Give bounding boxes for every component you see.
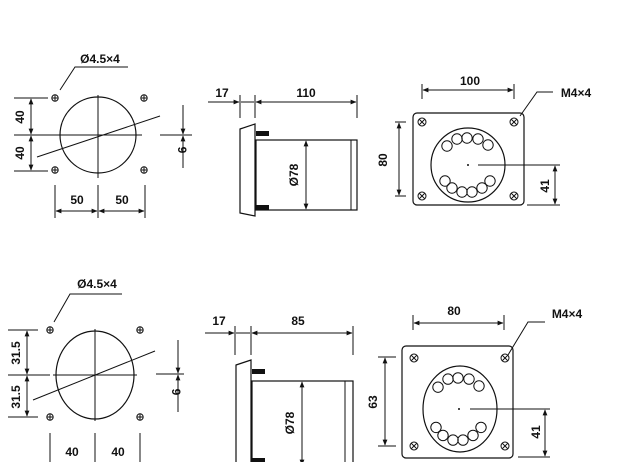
screw-icon	[509, 191, 519, 201]
dim-depth: 85	[291, 314, 305, 328]
meter-body	[255, 139, 358, 211]
meter-body	[251, 380, 354, 462]
dim-h-right: 40	[111, 445, 125, 459]
terminal-dots	[439, 132, 496, 198]
dim-width: 100	[460, 74, 480, 88]
screw-spec-label: M4×4	[561, 86, 592, 100]
terminal-dot	[441, 140, 453, 152]
leader-line	[59, 66, 128, 91]
terminal-dot	[432, 381, 444, 393]
terminal-dot	[452, 372, 464, 384]
pointer-line	[36, 115, 161, 158]
dim-v-top: 40	[13, 110, 27, 124]
bezel	[235, 359, 252, 462]
dim-diameter: Ø78	[283, 411, 297, 434]
pointer-line	[32, 350, 156, 401]
terminal-dot	[472, 133, 484, 145]
terminal-dot	[473, 380, 485, 392]
screw-icon	[500, 353, 510, 363]
terminal-dot	[451, 133, 463, 145]
dim-offset: 9	[175, 147, 189, 154]
terminal-dot	[476, 182, 488, 194]
terminal	[252, 458, 265, 462]
dim-bezel: 17	[215, 86, 229, 100]
screw-icon	[417, 117, 427, 127]
terminal-dot	[457, 434, 469, 446]
row1-front-view: Ø4.5×4 40 40 50 50 9	[13, 52, 192, 218]
screw-icon	[500, 441, 510, 451]
dim-center-height: 41	[538, 179, 552, 193]
terminal-dots	[430, 372, 487, 446]
screw-icon	[409, 441, 419, 451]
mount-hole-icon	[51, 94, 59, 102]
terminal-dot	[467, 429, 479, 442]
terminal-dot	[463, 373, 475, 385]
terminal	[256, 131, 269, 136]
mount-hole-icon	[140, 166, 148, 174]
mount-hole-icon	[46, 326, 54, 334]
back-plate	[401, 345, 514, 459]
mount-hole-icon	[140, 94, 148, 102]
row2-back-view: 80 M4×4 41 63	[366, 304, 583, 459]
screw-icon	[509, 117, 519, 127]
bezel	[239, 123, 256, 217]
dim-center-height: 41	[529, 425, 543, 439]
screw-spec-label: M4×4	[552, 307, 583, 321]
back-plate	[412, 112, 525, 206]
row2-side-view: 17 85 Ø78	[205, 314, 354, 462]
dim-h-left: 40	[65, 445, 79, 459]
terminal-dot	[484, 175, 496, 187]
terminal-dot	[482, 139, 494, 151]
dim-bezel: 17	[212, 314, 226, 328]
dim-width: 80	[447, 304, 461, 318]
dim-height: 80	[376, 153, 390, 167]
dim-h-right: 50	[115, 193, 129, 207]
terminal	[256, 205, 269, 210]
hole-spec-label: Ø4.5×4	[77, 277, 117, 291]
terminal-dot	[442, 373, 454, 385]
terminal-dot	[456, 186, 468, 198]
screw-icon	[417, 191, 427, 201]
row1-back-view: 100 M4×4 80 41	[376, 74, 592, 206]
dim-depth: 110	[296, 86, 316, 100]
terminal	[252, 369, 265, 374]
dim-h-left: 50	[70, 193, 84, 207]
dim-v-bottom: 40	[13, 146, 27, 160]
terminal-dot	[430, 421, 442, 434]
terminal-dot	[447, 434, 459, 446]
dim-height: 63	[366, 395, 380, 409]
mount-hole-icon	[51, 166, 59, 174]
dim-v-top: 31.5	[9, 341, 23, 365]
dim-diameter: Ø78	[287, 163, 301, 186]
terminal-dot	[439, 175, 451, 187]
row1-side-view: 17 110 Ø78	[208, 86, 358, 217]
terminal-dot	[446, 182, 458, 194]
mount-hole-icon	[136, 326, 144, 334]
terminal-dot	[437, 429, 449, 442]
terminal-dot	[461, 132, 473, 144]
dim-v-bottom: 31.5	[9, 385, 23, 409]
terminal-dot	[466, 186, 478, 198]
row2-front-view: Ø4.5×4 31.5 31.5 40 40 9	[8, 277, 184, 462]
screw-icon	[409, 353, 419, 363]
terminal-dot	[475, 421, 487, 434]
hole-spec-label: Ø4.5×4	[80, 52, 120, 66]
mount-hole-icon	[46, 413, 54, 421]
dim-offset: 9	[169, 389, 183, 396]
mount-hole-icon	[136, 413, 144, 421]
